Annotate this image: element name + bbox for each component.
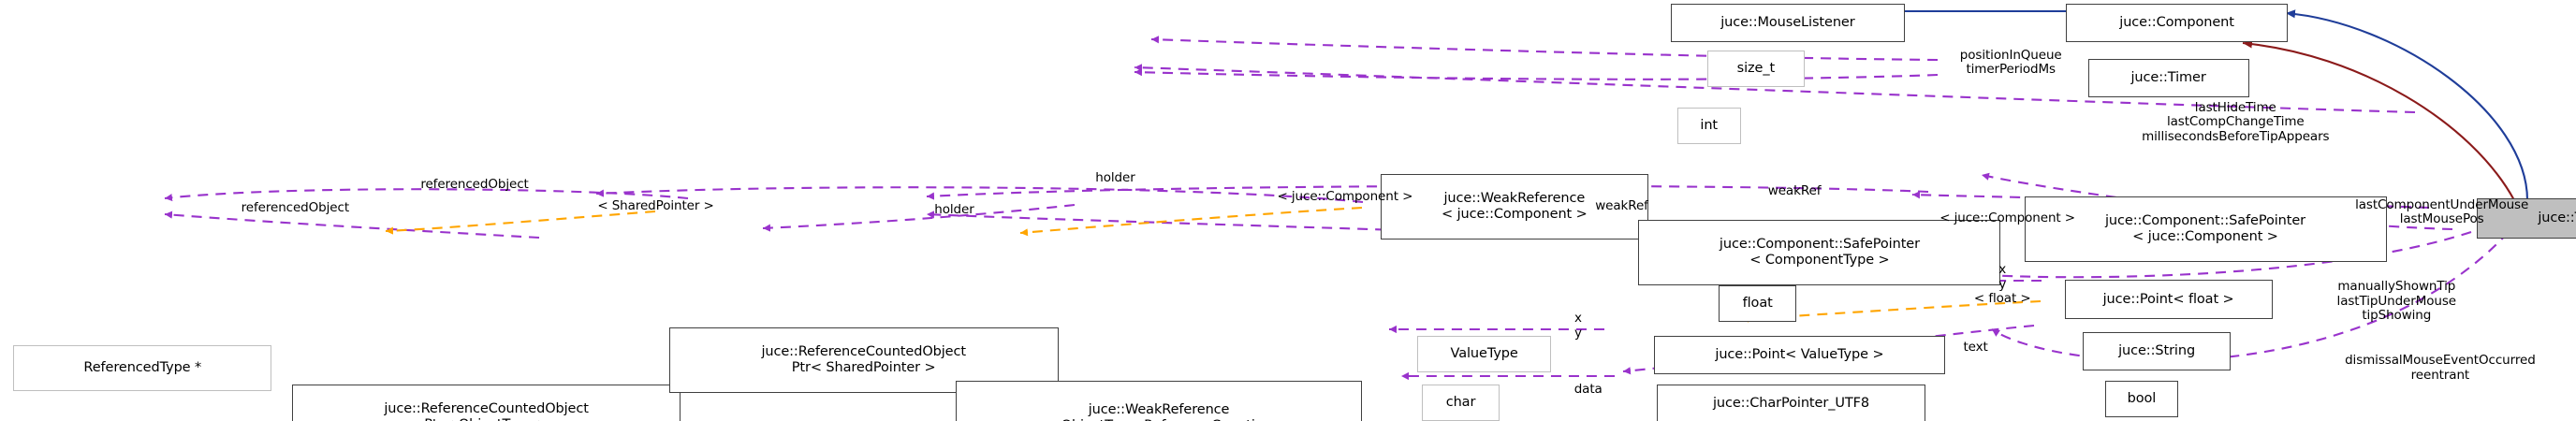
node-size-t[interactable]: size_t (1706, 50, 1805, 88)
edge-label-text: text (1963, 339, 1988, 355)
node-char[interactable]: char (1422, 384, 1500, 421)
node-component[interactable]: juce::Component (2066, 3, 2288, 42)
node-referenced-type[interactable]: ReferencedType * (13, 345, 272, 391)
edge-label-holder-top: holder (1095, 169, 1135, 185)
node-point-float[interactable]: juce::Point< float > (2064, 280, 2273, 319)
edge-label-weakref-top: weakRef (1767, 183, 1822, 199)
edge-label-xy-valuetype: x y (1574, 311, 1582, 341)
node-safepointer-componenttype[interactable]: juce::Component::SafePointer < Component… (1638, 219, 2001, 285)
node-safepointer-component[interactable]: juce::Component::SafePointer < juce::Com… (2024, 196, 2387, 262)
edge-label-referenced-object-top: referencedObject (420, 177, 529, 193)
edge-label-referenced-object-bottom: referencedObject (241, 200, 350, 216)
node-tooltip-window[interactable]: juce::TooltipWindow (2477, 197, 2576, 239)
node-weak-reference-objecttype[interactable]: juce::WeakReference < ObjectType, Refere… (956, 380, 1362, 421)
node-int[interactable]: int (1676, 107, 1741, 145)
edge-label-last-component-under-mouse: lastComponentUnderMouse lastMousePos (2355, 196, 2529, 227)
node-weak-reference-component[interactable]: juce::WeakReference < juce::Component > (1380, 174, 1649, 240)
node-mouse-listener[interactable]: juce::MouseListener (1670, 3, 1906, 42)
edge-label-weakref-right: weakRef (1595, 198, 1648, 214)
edge-label-manually-shown-tip: manuallyShownTip lastTipUnderMouse tipSh… (2336, 279, 2457, 324)
edge-label-xy-float: x y < float > (1973, 262, 2031, 307)
edge-label-juce-component-template-2: < juce::Component > (1939, 210, 2076, 225)
edge-label-tip-times: lastHideTime lastCompChangeTime millisec… (2142, 99, 2330, 144)
edge-label-dismissal-mouse-event: dismissalMouseEventOccurred reentrant (2345, 353, 2536, 383)
node-timer[interactable]: juce::Timer (2087, 58, 2249, 97)
edge-label-holder-right: holder (934, 201, 974, 217)
node-valuetype[interactable]: ValueType (1416, 335, 1552, 372)
edge-label-juce-component-template-1: < juce::Component > (1277, 188, 1413, 204)
node-string[interactable]: juce::String (2083, 331, 2231, 371)
node-point-valuetype[interactable]: juce::Point< ValueType > (1653, 335, 1946, 374)
node-reference-counted-object-ptr-objecttype[interactable]: juce::ReferenceCountedObject Ptr< Object… (291, 384, 681, 421)
edge-label-shared-pointer: < SharedPointer > (597, 198, 714, 214)
node-bool[interactable]: bool (2104, 380, 2179, 418)
edge-label-position-in-queue: positionInQueue timerPeriodMs (1959, 47, 2062, 78)
edge-label-data: data (1573, 381, 1603, 397)
node-charpointer-utf8[interactable]: juce::CharPointer_UTF8 (1657, 384, 1925, 421)
node-float[interactable]: float (1719, 284, 1796, 323)
